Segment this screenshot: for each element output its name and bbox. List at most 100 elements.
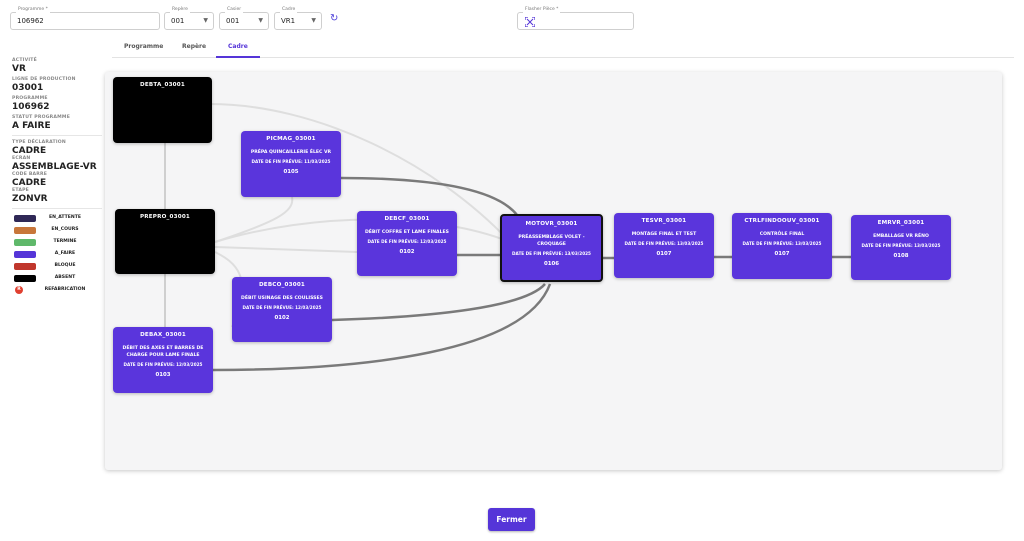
flasher-piece-field[interactable]: Flasher Pièce * — [517, 7, 634, 30]
divider — [12, 208, 102, 209]
node-debta-title: DEBTA_03001 — [140, 82, 185, 88]
refabrication-icon: R — [15, 286, 23, 294]
legend-label: A_FAIRE — [54, 251, 76, 256]
etape-label: ETAPE — [12, 188, 29, 193]
legend-label: TERMINE — [53, 239, 77, 244]
node-picmag[interactable]: PICMAG_03001 PRÉPA QUINCAILLERIE ÉLEC VR… — [241, 131, 341, 197]
chevron-down-icon: ▼ — [203, 17, 208, 24]
cadre-select[interactable]: Cadre VR1 ▼ — [274, 7, 322, 30]
close-button[interactable]: Fermer — [488, 508, 535, 531]
programme-info-value: 106962 — [12, 102, 50, 112]
repere-value: 001 — [171, 17, 185, 25]
ligne-label: LIGNE DE PRODUCTION — [12, 77, 76, 82]
edge-debax-motovr — [212, 283, 552, 372]
legend-swatch — [14, 215, 36, 222]
node-debax-code: 0103 — [155, 372, 171, 378]
legend-label: EN_COURS — [51, 227, 79, 232]
edge-debco-motovr — [331, 283, 546, 322]
tab-programme[interactable]: Programme — [124, 43, 164, 50]
programme-field[interactable]: Programme * 106962 — [10, 7, 160, 30]
activite-label: ACTIVITÉ — [12, 58, 37, 63]
cadre-value: VR1 — [281, 17, 296, 25]
tab-bar: Programme Repère Cadre — [112, 40, 1014, 58]
node-motovr-desc: PRÉASSEMBLAGE VOLET - CROQUAGE — [518, 235, 585, 247]
legend-item: A_FAIRE — [12, 249, 108, 261]
type-value: CADRE — [12, 146, 47, 156]
edge-debta-motovr — [209, 103, 511, 243]
node-debta[interactable]: DEBTA_03001 — [113, 77, 212, 143]
node-motovr-code: 0106 — [543, 261, 559, 267]
node-emrvr-title: EMRVR_03001 — [877, 220, 925, 226]
node-tesvr-code: 0107 — [656, 251, 672, 257]
casier-value: 001 — [226, 17, 240, 25]
programme-info-label: PROGRAMME — [12, 96, 48, 101]
legend-item: EN_COURS — [12, 225, 108, 237]
node-picmag-desc: PRÉPA QUINCAILLERIE ÉLEC VR — [250, 150, 332, 155]
node-ctrlfindoouv[interactable]: CTRLFINDOOUV_03001 CONTRÔLE FINAL DATE D… — [732, 213, 832, 279]
cadre-label: Cadre — [280, 7, 298, 13]
node-ctrlfindoouv-title: CTRLFINDOOUV_03001 — [744, 218, 820, 224]
edge-prepro-picmag — [214, 196, 294, 243]
workflow-edges — [164, 103, 851, 372]
node-tesvr-date: DATE DE FIN PRÉVUE: 13/03/2025 — [624, 241, 704, 246]
node-tesvr-title: TESVR_03001 — [641, 218, 687, 224]
edge-prepro-debcf — [214, 246, 358, 253]
refresh-icon[interactable]: ↻ — [330, 13, 339, 24]
node-debcf-date: DATE DE FIN PRÉVUE: 12/03/2025 — [367, 239, 447, 244]
node-motovr-date: DATE DE FIN PRÉVUE: 13/03/2025 — [512, 251, 591, 256]
node-emrvr[interactable]: EMRVR_03001 EMBALLAGE VR RÉNO DATE DE FI… — [851, 215, 951, 280]
programme-value: 106962 — [17, 17, 44, 25]
chevron-down-icon: ▼ — [258, 17, 263, 24]
node-motovr-title: MOTOVR_03001 — [525, 221, 578, 227]
node-tesvr[interactable]: TESVR_03001 MONTAGE FINAL ET TEST DATE D… — [614, 213, 714, 278]
flasher-piece-label: Flasher Pièce * — [523, 7, 561, 13]
edge-picmag-motovr — [340, 176, 518, 216]
node-picmag-date: DATE DE FIN PRÉVUE: 11/03/2025 — [251, 159, 331, 164]
legend-label: ABSENT — [54, 275, 76, 280]
casier-label: Casier — [225, 7, 244, 13]
node-motovr[interactable]: MOTOVR_03001 PRÉASSEMBLAGE VOLET - CROQU… — [500, 214, 603, 282]
node-debco[interactable]: DEBCO_03001 DÉBIT USINAGE DES COULISSES … — [232, 277, 332, 342]
chevron-down-icon: ▼ — [311, 17, 316, 24]
legend-item: ABSENT — [12, 273, 108, 285]
legend-label: REFABRICATION — [44, 287, 86, 292]
tab-cadre[interactable]: Cadre — [228, 43, 248, 50]
divider — [12, 135, 102, 136]
active-tab-indicator — [216, 56, 260, 58]
node-debax-title: DEBAX_03001 — [140, 332, 186, 338]
node-debcf-desc: DÉBIT COFFRE ET LAME FINALES — [364, 230, 449, 235]
node-ctrlfindoouv-desc: CONTRÔLE FINAL — [759, 232, 805, 237]
info-sidebar: ACTIVITÉ VR LIGNE DE PRODUCTION 03001 PR… — [12, 58, 108, 297]
scan-icon[interactable] — [525, 17, 535, 27]
legend-swatch — [14, 239, 36, 246]
node-debax[interactable]: DEBAX_03001 DÉBIT DES AXES ET BARRES DE … — [113, 327, 213, 393]
node-prepro[interactable]: PREPRO_03001 — [115, 209, 215, 274]
type-label: TYPE DÉCLARATION — [12, 140, 66, 145]
node-debcf[interactable]: DEBCF_03001 DÉBIT COFFRE ET LAME FINALES… — [357, 211, 457, 276]
ligne-value: 03001 — [12, 83, 44, 93]
node-emrvr-code: 0108 — [893, 253, 909, 259]
programme-label: Programme * — [16, 7, 50, 13]
legend-item: BLOQUE — [12, 261, 108, 273]
repere-select[interactable]: Repère 001 ▼ — [164, 7, 214, 30]
legend-item: TERMINE — [12, 237, 108, 249]
node-debax-date: DATE DE FIN PRÉVUE: 12/03/2025 — [123, 362, 203, 367]
tab-repere[interactable]: Repère — [182, 43, 207, 50]
status-legend: EN_ATTENTE EN_COURS TERMINE A_FAIRE BLOQUE AB… — [12, 213, 108, 297]
legend-label: EN_ATTENTE — [48, 215, 82, 220]
legend-item: R REFABRICATION — [12, 285, 108, 297]
node-debcf-code: 0102 — [399, 249, 415, 255]
code-label: CODE BARRE — [12, 172, 48, 177]
legend-swatch — [14, 275, 36, 282]
node-debco-title: DEBCO_03001 — [258, 282, 306, 288]
node-picmag-title: PICMAG_03001 — [266, 136, 316, 142]
legend-item: EN_ATTENTE — [12, 213, 108, 225]
legend-swatch — [14, 227, 36, 234]
node-prepro-title: PREPRO_03001 — [139, 214, 191, 220]
casier-select[interactable]: Casier 001 ▼ — [219, 7, 269, 30]
code-value: CADRE — [12, 178, 47, 188]
ecran-value: ASSEMBLAGE-VR — [12, 162, 97, 172]
statut-label: STATUT PROGRAMME — [12, 115, 71, 120]
workflow-diagram: DEBTA_03001 PREPRO_03001 PICMAG_03001 PR… — [105, 72, 1002, 470]
